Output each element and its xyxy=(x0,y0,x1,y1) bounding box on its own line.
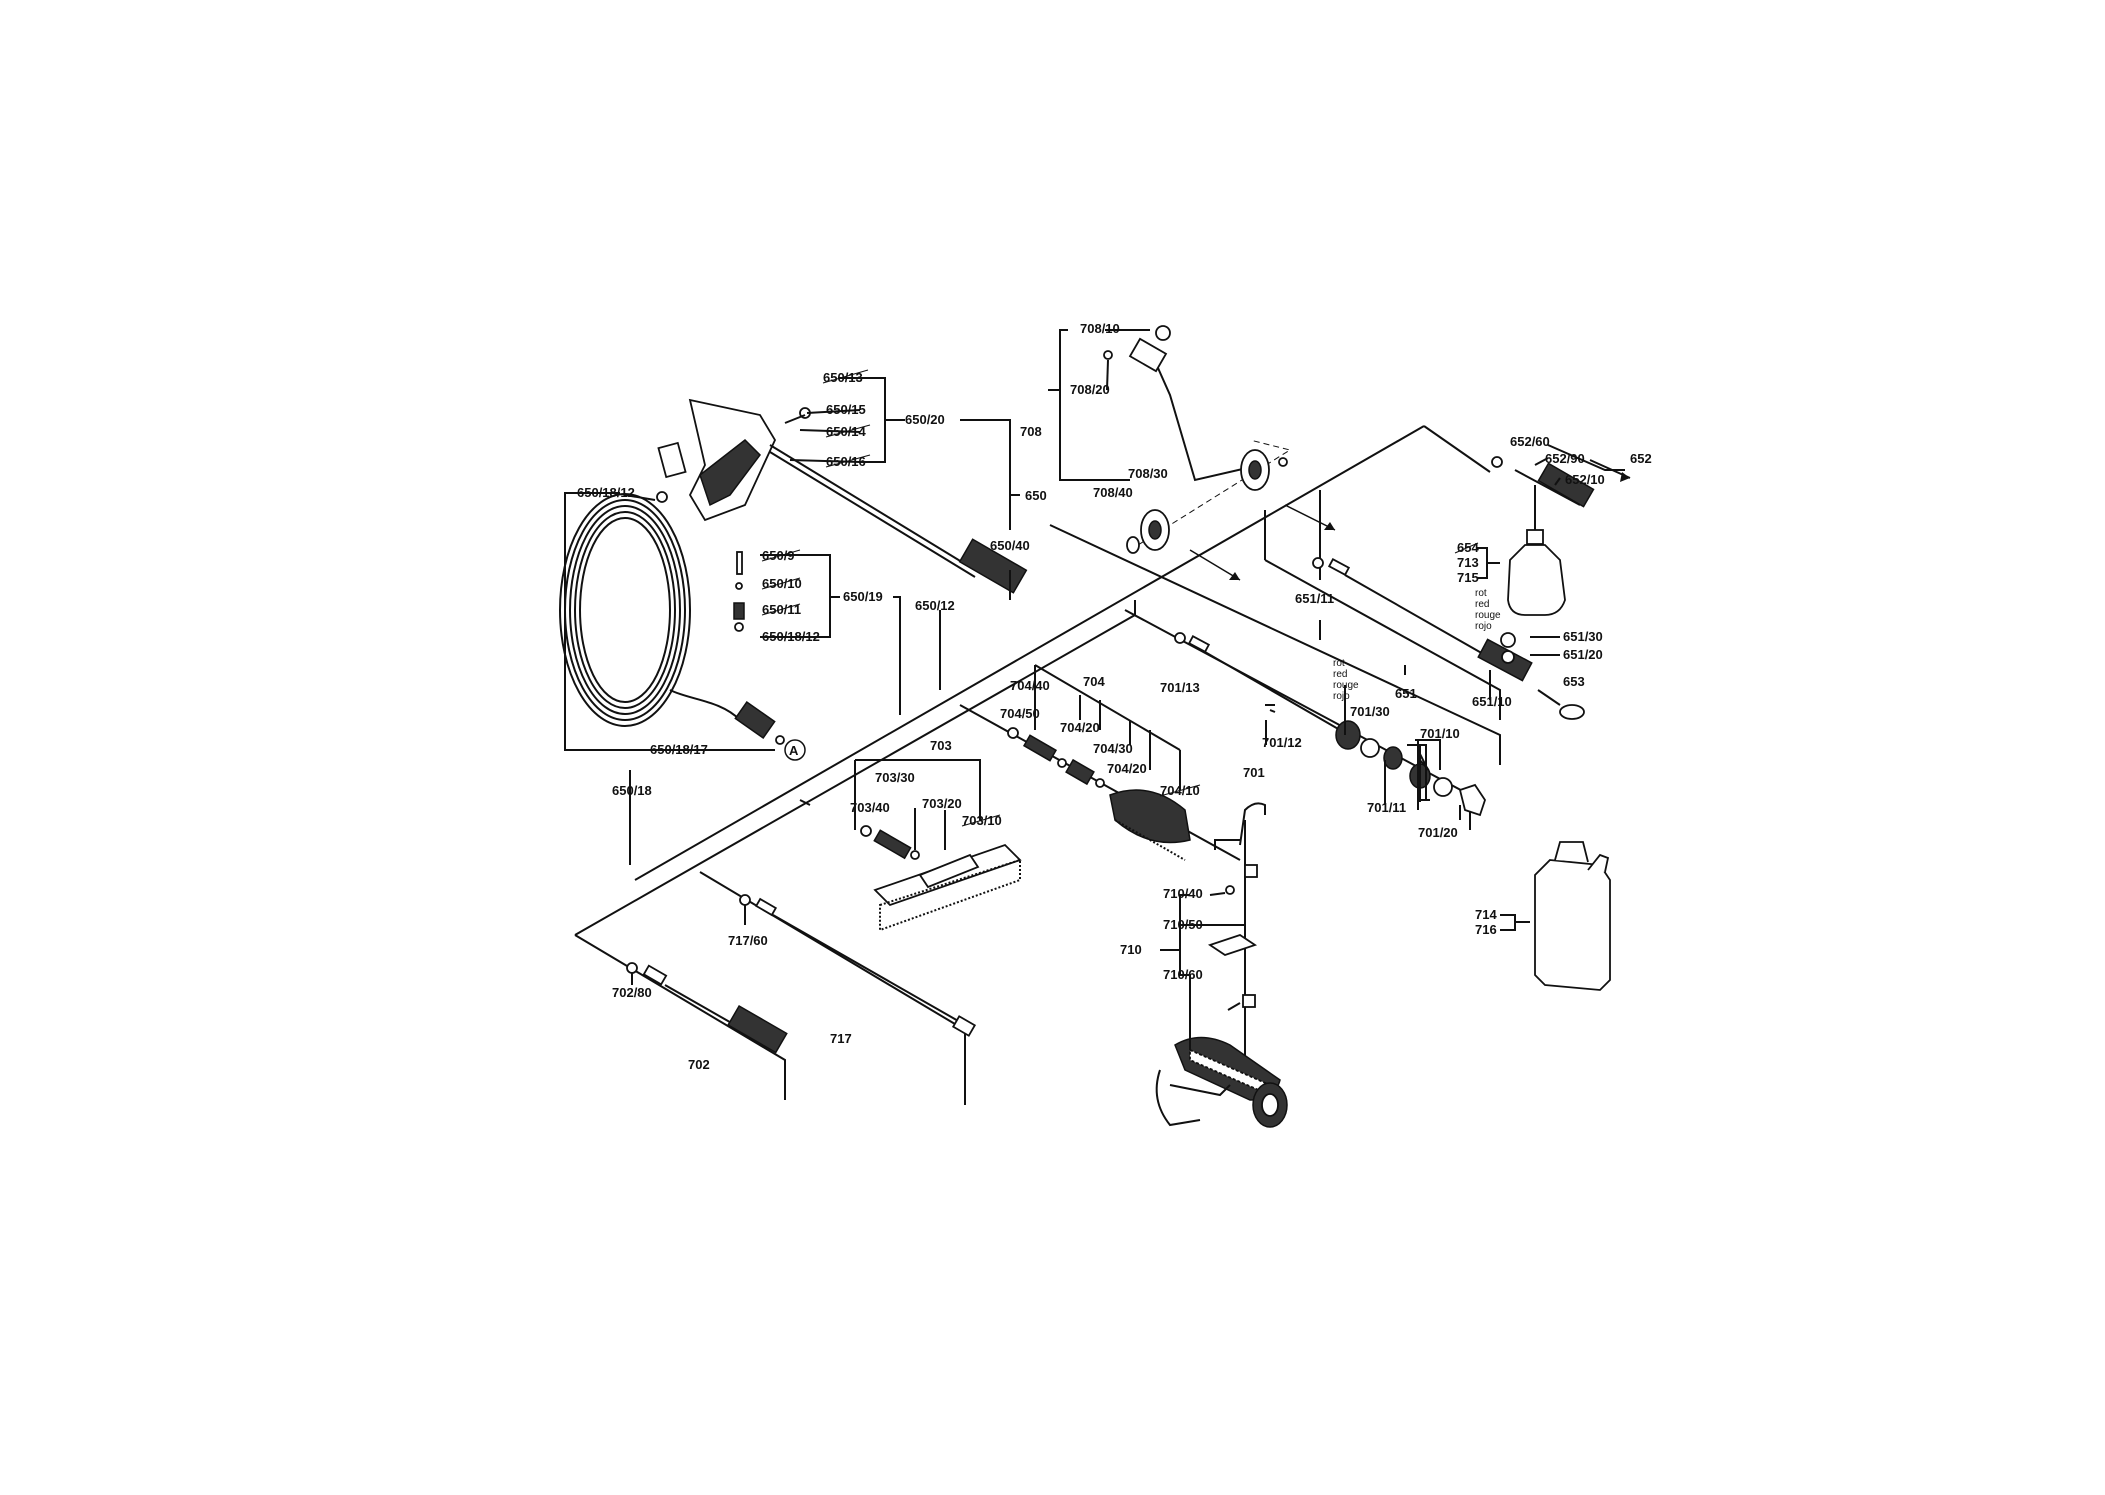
label-652-90: 652/90 xyxy=(1545,451,1585,466)
color-note-red-1: red xyxy=(1475,599,1489,610)
label-701: 701 xyxy=(1243,765,1265,780)
label-653: 653 xyxy=(1563,674,1585,689)
wash-brush-704-illustration xyxy=(1007,727,1191,861)
label-708-10: 708/10 xyxy=(1080,321,1120,336)
label-708-30: 708/30 xyxy=(1128,466,1168,481)
label-703-20: 703/20 xyxy=(922,796,962,811)
label-704-40: 704/40 xyxy=(1010,678,1050,693)
color-note-rojo-2: rojo xyxy=(1333,691,1350,702)
label-650-40: 650/40 xyxy=(990,538,1030,553)
label-650-18-12-top: 650/18/12 xyxy=(577,485,635,500)
label-650-18-17: 650/18/17 xyxy=(650,742,708,757)
label-715: 715 xyxy=(1457,570,1479,585)
label-651-20: 651/20 xyxy=(1563,647,1603,662)
color-note-rot-1: rot xyxy=(1475,588,1487,599)
wheel-kit-illustration xyxy=(1103,325,1288,554)
label-701-11: 701/11 xyxy=(1367,800,1406,815)
label-704: 704 xyxy=(1083,674,1105,689)
label-701-30: 701/30 xyxy=(1350,704,1390,719)
label-710: 710 xyxy=(1120,942,1142,957)
lance-702-illustration xyxy=(626,962,788,1054)
label-714: 714 xyxy=(1475,907,1497,922)
label-717-60: 717/60 xyxy=(728,933,768,948)
label-650: 650 xyxy=(1025,488,1047,503)
label-701-13: 701/13 xyxy=(1160,680,1200,695)
lance-717-illustration xyxy=(739,894,977,1037)
label-650-20: 650/20 xyxy=(905,412,945,427)
label-703-30: 703/30 xyxy=(875,770,915,785)
leader-lines xyxy=(564,329,1631,1050)
label-703: 703 xyxy=(930,738,952,753)
dashed-frame xyxy=(1129,439,1292,551)
frame-lines xyxy=(574,425,1501,1105)
label-703-40: 703/40 xyxy=(850,800,890,815)
label-717: 717 xyxy=(830,1031,852,1046)
label-650-15: 650/15 xyxy=(826,402,866,417)
label-710-50: 710/50 xyxy=(1163,917,1203,932)
label-710-40: 710/40 xyxy=(1163,886,1203,901)
label-650-12: 650/12 xyxy=(915,598,955,613)
label-652-60: 652/60 xyxy=(1510,434,1550,449)
label-716: 716 xyxy=(1475,922,1497,937)
color-note-red-2: red xyxy=(1333,669,1347,680)
lance-701-illustration xyxy=(1174,632,1486,817)
hose-coil-illustration xyxy=(559,491,776,739)
label-650-9: 650/9 xyxy=(762,548,795,563)
label-650-18-12-mid: 650/18/12 xyxy=(762,629,820,644)
label-650-18: 650/18 xyxy=(612,783,652,798)
label-704-50: 704/50 xyxy=(1000,706,1040,721)
label-701-10: 701/10 xyxy=(1420,726,1460,741)
label-704-20-a: 704/20 xyxy=(1060,720,1100,735)
label-708: 708 xyxy=(1020,424,1042,439)
label-713: 713 xyxy=(1457,555,1479,570)
part-labels: 650/13 650/15 650/14 650/16 650/20 650 6… xyxy=(577,321,1652,1072)
trolley-710-illustration xyxy=(1155,802,1288,1128)
foam-lance-illustration xyxy=(1491,456,1595,616)
wash-brush-703-illustration xyxy=(860,825,1022,932)
color-note-rouge-2: rouge xyxy=(1333,680,1359,691)
label-651-30: 651/30 xyxy=(1563,629,1603,644)
label-651-10: 651/10 xyxy=(1472,694,1512,709)
reference-marker-a: A xyxy=(775,735,806,761)
label-652: 652 xyxy=(1630,451,1652,466)
label-704-20-b: 704/20 xyxy=(1107,761,1147,776)
lance-651-illustration xyxy=(1312,557,1585,720)
detergent-canister-illustration xyxy=(1534,841,1611,991)
label-704-30: 704/30 xyxy=(1093,741,1133,756)
label-651-11: 651/11 xyxy=(1295,591,1334,606)
label-650-19: 650/19 xyxy=(843,589,883,604)
label-701-12: 701/12 xyxy=(1262,735,1302,750)
label-708-20: 708/20 xyxy=(1070,382,1110,397)
gun-small-parts xyxy=(733,414,806,632)
label-702: 702 xyxy=(688,1057,710,1072)
label-651: 651 xyxy=(1395,686,1417,701)
marker-a-text: A xyxy=(789,743,799,758)
label-702-80: 702/80 xyxy=(612,985,652,1000)
color-note-rojo-1: rojo xyxy=(1475,621,1492,632)
color-note-rot-2: rot xyxy=(1333,658,1345,669)
direction-arrows xyxy=(1189,504,1336,581)
label-652-10: 652/10 xyxy=(1565,472,1605,487)
color-note-rouge-1: rouge xyxy=(1475,610,1501,621)
label-710-60: 710/60 xyxy=(1163,967,1203,982)
label-708-40: 708/40 xyxy=(1093,485,1133,500)
label-701-20: 701/20 xyxy=(1418,825,1458,840)
